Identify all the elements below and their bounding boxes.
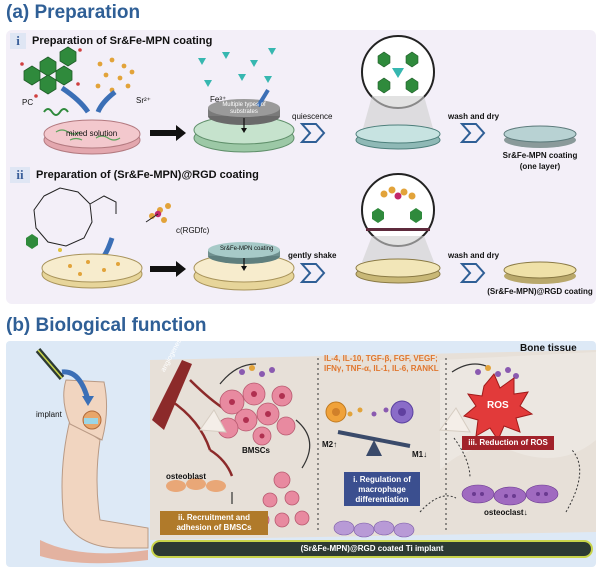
leg-icon xyxy=(40,379,149,564)
regulation-label: i. Regulation of macrophage differentiat… xyxy=(353,475,411,504)
mixed-solution-label: mixed solution xyxy=(66,129,118,138)
osteoblast-label: osteoblast xyxy=(166,472,207,481)
balance-seesaw-icon xyxy=(337,430,411,448)
cytokines-label: IL-4, IL-10, TGF-β, FGF, VEGF; IFNγ, TNF… xyxy=(324,354,439,373)
sr-label: Sr²⁺ xyxy=(136,96,151,105)
pc-molecule-icon xyxy=(23,46,77,95)
polyphenol-squiggle-icon xyxy=(43,108,69,116)
m2-label: M2↑ xyxy=(322,440,338,449)
recruitment-label: ii. Recruitment and adhesion of BMSCs xyxy=(176,513,252,532)
result-coating-ii xyxy=(503,261,577,279)
preparation-graphics xyxy=(20,35,577,291)
rgd-cluster-icon xyxy=(145,203,171,223)
osteoblast-cells xyxy=(166,478,226,492)
m1-label: M1↓ xyxy=(412,450,428,459)
bmscs-label: BMSCs xyxy=(242,446,271,455)
ros-callout xyxy=(462,436,554,450)
result-label-ii: (Sr&Fe-MPN)@RGD coating xyxy=(487,287,593,296)
pc-label: PC xyxy=(22,98,34,107)
implant-bar xyxy=(151,540,593,558)
osteoclast-cells xyxy=(461,484,559,506)
substrates-label: Multiple types of substrates xyxy=(222,102,266,115)
implant-bar-label: (Sr&Fe-MPN)@RGD coated Ti implant xyxy=(300,544,444,553)
result-label-i: Sr&Fe-MPN coating xyxy=(502,151,578,160)
bmsc-cells xyxy=(217,382,296,446)
result-sub-label-i: (one layer) xyxy=(519,162,561,171)
wash-dry-arrow-ii-icon xyxy=(459,263,486,283)
panel-i-title: Preparation of Sr&Fe-MPN coating xyxy=(32,35,213,47)
rgd-peptide-icon xyxy=(33,187,117,247)
fe-ion-icon xyxy=(198,48,276,87)
sr-ion-icon xyxy=(95,57,135,93)
wash-dry-label-ii: wash and dry xyxy=(448,251,500,260)
regulation-callout xyxy=(344,472,420,506)
rgd-label: c(RGDfc) xyxy=(176,226,210,235)
quiescence-arrow-icon xyxy=(299,123,326,143)
ros-reduction-label: iii. Reduction of ROS xyxy=(468,438,548,447)
gently-shake-arrow-icon xyxy=(299,263,326,283)
panel-ii-title: Preparation of (Sr&Fe-MPN)@RGD coating xyxy=(36,169,259,181)
panel-i-numeral: i xyxy=(10,33,26,49)
osteoclast-label: osteoclast↓ xyxy=(484,508,528,517)
result-coating-i xyxy=(503,125,577,143)
cytokine-dots xyxy=(239,365,519,417)
recruitment-callout xyxy=(160,511,268,535)
angiogenesis-vessel xyxy=(152,360,192,430)
bone-tissue-label: Bone tissue xyxy=(520,343,577,354)
gently-shake-label: gently shake xyxy=(288,251,337,260)
panel-ii-numeral: ii xyxy=(10,167,30,183)
section-b-title: (b) Biological function xyxy=(6,315,207,336)
wash-dry-arrow-icon xyxy=(459,123,486,143)
ros-burst-icon xyxy=(462,373,534,442)
section-a-title: (a) Preparation xyxy=(6,2,141,23)
implant-label: implant xyxy=(36,410,62,419)
fe-label: Fe³⁺ xyxy=(210,95,227,104)
quiescence-label: quiescence xyxy=(292,112,333,121)
ros-label: ROS xyxy=(487,400,509,411)
wash-dry-label-i: wash and dry xyxy=(448,112,500,121)
coating-dish-label: Sr&Fe-MPN coating xyxy=(220,246,274,252)
